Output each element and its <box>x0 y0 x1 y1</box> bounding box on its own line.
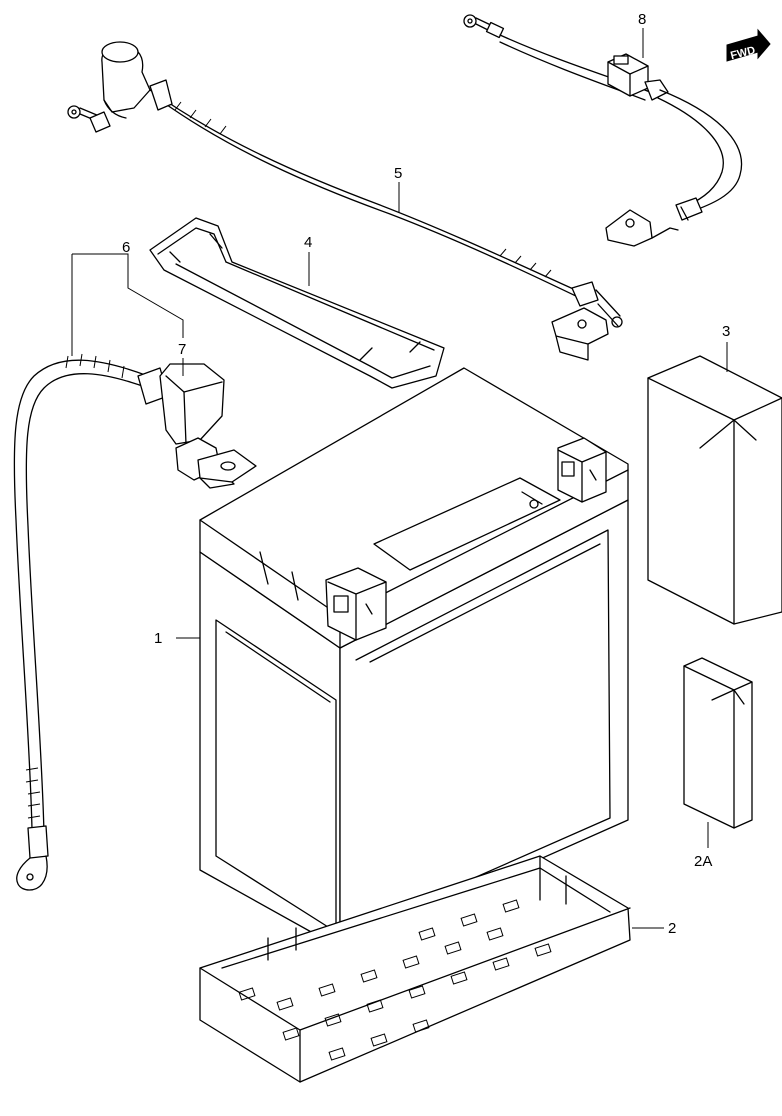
callout-5: 5 <box>394 165 402 182</box>
callout-1: 1 <box>154 630 162 647</box>
part-6-cable <box>13 353 257 891</box>
fwd-label: FWD <box>729 44 756 62</box>
callout-3: 3 <box>722 323 730 340</box>
part-2-tray <box>199 855 631 1083</box>
tray-slots <box>238 899 552 1061</box>
callout-2: 2 <box>668 920 676 937</box>
part-2a-spacer <box>683 657 753 829</box>
fwd-arrow-icon: FWD <box>726 28 771 62</box>
callout-6: 6 <box>122 239 130 256</box>
leader-lines <box>71 28 728 929</box>
part-3-pad <box>647 355 782 625</box>
callout-7: 7 <box>178 341 186 358</box>
callouts: 1 2 2A 3 4 5 6 7 8 <box>122 11 730 937</box>
part-5-cable <box>67 41 623 361</box>
callout-8: 8 <box>638 11 646 28</box>
part-1-battery <box>199 367 629 949</box>
part-4-strap <box>149 217 445 389</box>
callout-2a: 2A <box>694 853 712 870</box>
part-8-cable <box>463 14 743 247</box>
callout-4: 4 <box>304 234 312 251</box>
